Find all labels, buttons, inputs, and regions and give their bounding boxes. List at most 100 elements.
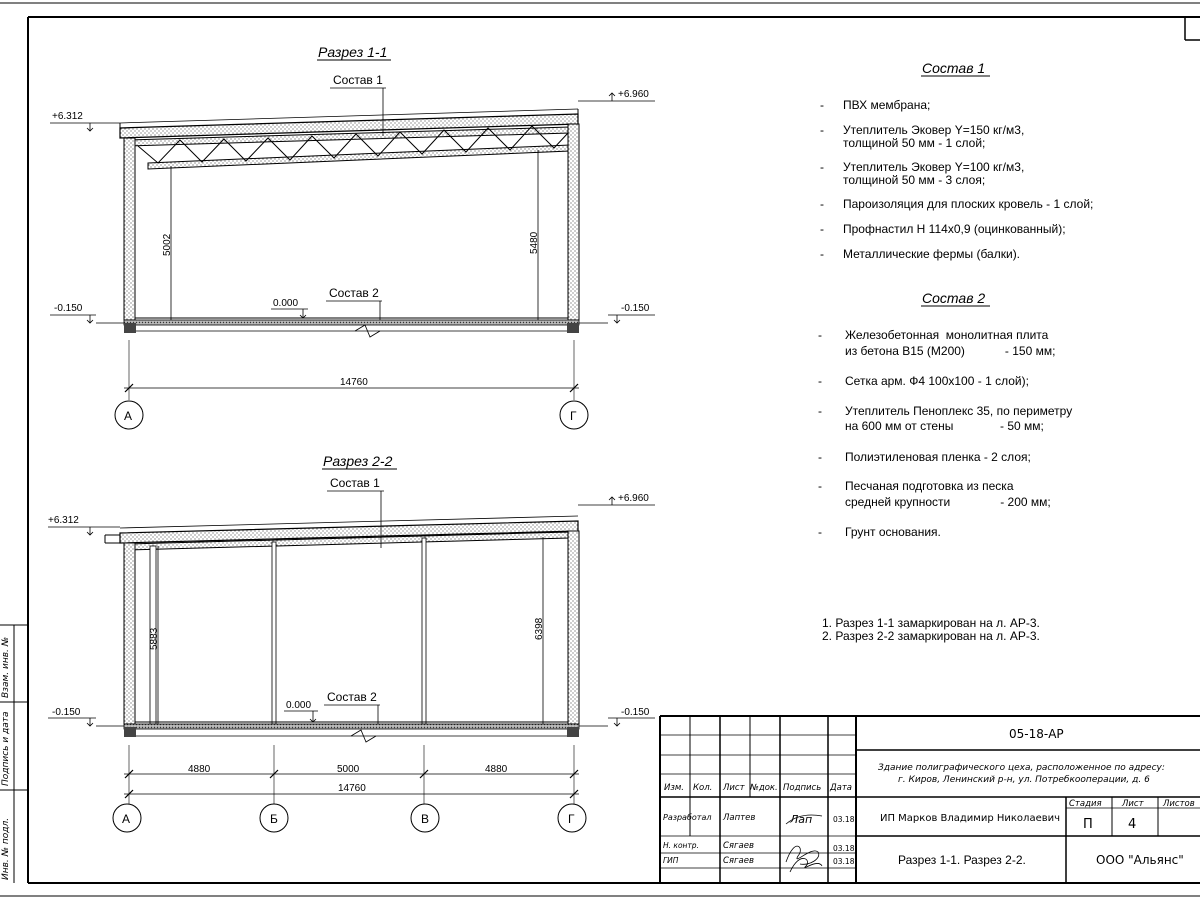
dim-height-right: 6398 xyxy=(534,617,545,640)
svg-text:-: - xyxy=(818,328,822,342)
axis-bubble-b xyxy=(259,803,289,833)
sheet-frame xyxy=(27,16,1200,884)
dim-height-left: 5883 xyxy=(149,627,160,650)
svg-text:-: - xyxy=(818,525,822,539)
composition-2-title: Состав 2 xyxy=(922,290,985,306)
date-1: 03.18 xyxy=(833,815,855,824)
foundation-left xyxy=(124,323,136,333)
callout-sostav-2: Состав 2 xyxy=(327,690,377,704)
wall-right xyxy=(567,123,580,321)
level-mark-top-right: +6.960 xyxy=(578,89,655,102)
level-mark-floor: 0.000 xyxy=(271,298,308,319)
axis-bubble-g xyxy=(557,803,587,833)
designer: ИП Марков Владимир Николаевич xyxy=(880,813,1060,824)
side-stamp: Взам. инв. № Подпись и дата Инв. № подл. xyxy=(0,624,28,883)
comp1-item-3: Утеплитель Эковер Y=100 кг/м3, xyxy=(843,160,1024,174)
level-mark-bottom-right: -0.150 xyxy=(608,707,655,727)
comp2-item-5-line2: средней крупности - 200 мм; xyxy=(845,495,1051,509)
svg-text:-0.150: -0.150 xyxy=(621,707,650,718)
note-1: 1. Разрез 1-1 замаркирован на л. АР-3. xyxy=(822,616,1040,630)
svg-text:-: - xyxy=(820,222,824,236)
sheets-label: Листов xyxy=(1162,799,1195,809)
svg-text:-: - xyxy=(818,404,822,418)
comp1-item-4: Пароизоляция для плоских кровель - 1 сло… xyxy=(843,197,1093,211)
composition-1-title: Состав 1 xyxy=(922,60,985,76)
date-2: 03.18 xyxy=(833,844,855,853)
sheet-title: Разрез 1-1. Разрез 2-2. xyxy=(898,853,1026,867)
column-b xyxy=(271,541,277,725)
section-1-title: Разрез 1-1 xyxy=(318,44,387,60)
dim-span-2: 5000 xyxy=(337,764,360,775)
axis-label-g: Г xyxy=(568,812,575,826)
level-mark-bottom-left: -0.150 xyxy=(48,707,96,727)
dim-overall-1: 14760 xyxy=(340,377,368,388)
svg-text:+6.312: +6.312 xyxy=(52,111,83,122)
title-block-text: 05-18-АР Здание полиграфического цеха, р… xyxy=(663,727,1195,873)
svg-text:-: - xyxy=(818,374,822,388)
name-3: Сягаев xyxy=(723,856,754,866)
svg-text:-: - xyxy=(820,197,824,211)
signature-scribble xyxy=(785,845,823,873)
building-line-2: г. Киров, Ленинский р-н, ул. Потребкоопе… xyxy=(898,775,1150,785)
header-list: Лист xyxy=(722,783,746,793)
svg-text:+6.960: +6.960 xyxy=(618,89,649,100)
composition-2: Состав 2 - Железобетонная монолитная пли… xyxy=(818,290,1072,539)
comp2-item-1: Железобетонная монолитная плита xyxy=(845,328,1049,342)
comp2-item-5: Песчаная подготовка из песка xyxy=(845,479,1014,493)
header-kol: Кол. xyxy=(693,783,712,793)
level-mark-top-right: +6.960 xyxy=(578,493,655,506)
comp2-item-3: Утеплитель Пеноплекс 35, по периметру xyxy=(845,404,1072,418)
floor-slab xyxy=(123,319,580,326)
section-2-2: Разрез 2-2 5883 6398 xyxy=(48,453,655,833)
level-mark-top-left: +6.312 xyxy=(48,515,120,536)
wall-left xyxy=(123,137,136,321)
signature-1: Лап xyxy=(789,813,812,826)
header-izm: Изм. xyxy=(664,783,684,793)
comp1-item-2: Утеплитель Эковер Y=150 кг/м3, xyxy=(843,123,1024,137)
level-mark-top-left: +6.312 xyxy=(50,111,120,132)
svg-text:0.000: 0.000 xyxy=(286,700,311,711)
comp1-item-5: Профнастил Н 114х0,9 (оцинкованный); xyxy=(843,222,1066,236)
column-v xyxy=(421,537,427,725)
svg-text:-: - xyxy=(820,123,824,137)
name-1: Лаптев xyxy=(722,813,755,823)
role-2: Н. контр. xyxy=(663,841,699,850)
foundation-right xyxy=(567,323,579,333)
svg-text:0.000: 0.000 xyxy=(273,298,298,309)
dim-height-left: 5002 xyxy=(162,233,173,256)
callout-sostav-2: Состав 2 xyxy=(329,286,379,300)
notes: 1. Разрез 1-1 замаркирован на л. АР-3. 2… xyxy=(822,616,1040,643)
level-mark-bottom-right: -0.150 xyxy=(608,303,655,324)
axis-bubble-g xyxy=(559,400,589,430)
comp1-item-6: Металлические фермы (балки). xyxy=(843,247,1020,261)
comp2-item-3-line2: на 600 мм от стены - 50 мм; xyxy=(845,419,1044,433)
axis-label-g: Г xyxy=(570,409,577,423)
comp2-item-1-line2: из бетона В15 (М200) - 150 мм; xyxy=(845,344,1055,358)
sheet-value: 4 xyxy=(1128,817,1136,832)
role-1: Разработал xyxy=(663,813,711,822)
floor-slab xyxy=(123,723,580,730)
stage-label: Стадия xyxy=(1069,799,1102,809)
role-3: ГИП xyxy=(663,856,679,865)
svg-text:-: - xyxy=(820,98,824,112)
wall-right xyxy=(567,530,580,725)
title-block xyxy=(659,715,1200,883)
header-ndok: №док. xyxy=(749,783,778,793)
svg-text:-0.150: -0.150 xyxy=(54,303,83,314)
foundation-right xyxy=(567,727,579,737)
building-line-1: Здание полиграфического цеха, расположен… xyxy=(878,763,1165,773)
dim-overall-2: 14760 xyxy=(338,783,366,794)
svg-text:-: - xyxy=(818,479,822,493)
axis-label-v: В xyxy=(421,812,429,826)
axis-bubble-a xyxy=(114,400,144,430)
level-mark-floor: 0.000 xyxy=(284,700,318,723)
stage-value: П xyxy=(1083,817,1093,832)
comp2-item-2: Сетка арм. Ф4 100х100 - 1 слой); xyxy=(845,374,1029,388)
comp1-item-1: ПВХ мембрана; xyxy=(843,98,930,112)
svg-text:-: - xyxy=(820,160,824,174)
svg-text:+6.312: +6.312 xyxy=(48,515,79,526)
comp1-item-3-line2: толщиной 50 мм - 3 слоя; xyxy=(843,173,985,187)
dim-span-1: 4880 xyxy=(188,764,211,775)
foundation-left xyxy=(124,727,136,737)
